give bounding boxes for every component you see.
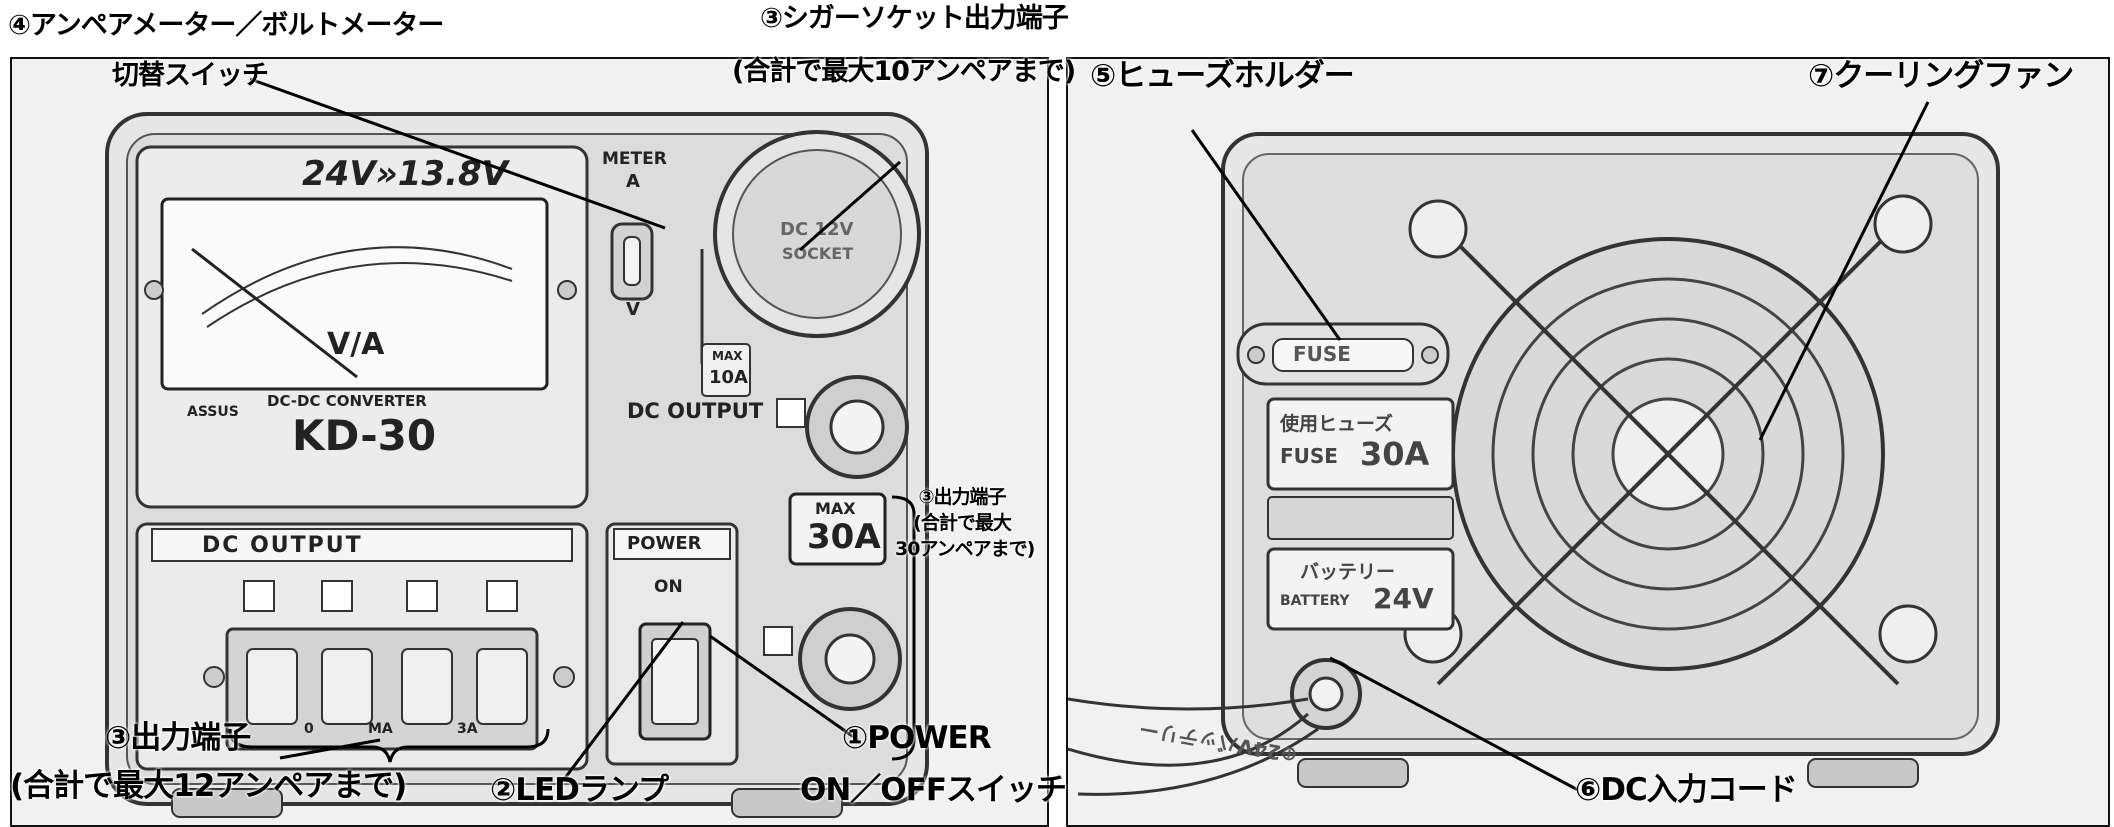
maker-text: ASSUS (187, 404, 239, 420)
label-power-line1: ①POWER (842, 720, 992, 756)
label-out30-line1: ③出力端子 (918, 486, 1006, 508)
label-led: ②LEDランプ (490, 772, 669, 808)
fuse-use-label: 使用ヒューズ (1280, 413, 1394, 435)
max10-value-text: 10A (709, 367, 748, 388)
fuse-rating-label: FUSE (1280, 444, 1338, 468)
meter-switch-a-label: A (626, 171, 640, 192)
fuse-rating-value: 30A (1360, 435, 1430, 473)
max30-value-text: 30A (807, 517, 881, 557)
label-out30-line2: (合計で最大 (913, 512, 1012, 534)
battery-label: BATTERY (1280, 593, 1350, 609)
fuse-holder-text: FUSE (1293, 342, 1351, 366)
terminal-ma-text: MA (368, 721, 393, 737)
label-cigar-line1: ③シガーソケット出力端子 (760, 3, 1069, 34)
model-text: KD-30 (292, 411, 437, 460)
label-meter-switch-line1: ④アンペアメーター／ボルトメーター (8, 10, 444, 41)
socket-text-2: SOCKET (782, 244, 854, 263)
socket-text-1: DC 12V (780, 219, 854, 240)
dc-output-right-text: DC OUTPUT (627, 399, 764, 423)
back-panel-illustration: FUSE 使用ヒューズ FUSE 30A バッテリー BATTERY 24V ⊕… (1066, 57, 2110, 827)
max30-top-text: MAX (815, 499, 856, 518)
dc-output-panel-text: DC OUTPUT (202, 533, 363, 558)
label-power-line2: ON／OFFスイッチ (800, 772, 1067, 808)
battery-value: 24V (1373, 582, 1434, 615)
terminal-3a-text: 3A (457, 721, 478, 737)
label-out12-line2: (合計で最大12アンペアまで) (10, 768, 407, 804)
label-out30-line3: 30アンペアまで) (895, 538, 1035, 560)
label-out12-line1: ③出力端子 (105, 720, 251, 756)
label-dc-cord: ⑥DC入力コード (1575, 772, 1798, 808)
front-device-sketch (105, 112, 929, 818)
label-cigar-line2: (合計で最大10アンペアまで) (732, 56, 1076, 87)
back-device-sketch (1068, 132, 2000, 796)
front-panel-illustration: 24V»13.8V V/A DC-DC CONVERTER ASSUS KD-3… (10, 57, 1049, 827)
label-meter-switch-line2: 切替スイッチ (112, 60, 269, 91)
power-label-text: POWER (627, 533, 702, 554)
power-on-text: ON (654, 577, 683, 597)
meter-switch-v-label: V (626, 299, 640, 320)
meter-switch-label: METER (602, 149, 667, 169)
max10-top-text: MAX (712, 349, 743, 363)
meter-unit-text: V/A (327, 327, 385, 362)
converter-text: DC-DC CONVERTER (267, 392, 427, 410)
battery-jp-label: バッテリー (1300, 561, 1396, 583)
label-fuse-holder: ⑤ヒューズホルダー (1090, 58, 1355, 94)
brand-voltage-text: 24V»13.8V (302, 154, 508, 194)
label-cooling-fan: ⑦クーリングファン (1808, 58, 2074, 94)
terminal-0-text: 0 (304, 721, 314, 737)
